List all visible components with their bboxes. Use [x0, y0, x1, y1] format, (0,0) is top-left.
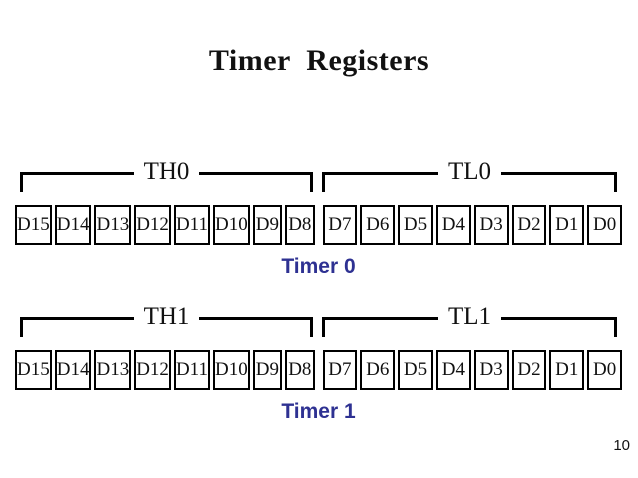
timer1-low-byte-label: TL1	[447, 303, 492, 330]
bit-cell: D14	[54, 350, 92, 390]
bit-cell: D15	[15, 350, 52, 390]
bit-cell: D1	[549, 350, 585, 390]
bracket-line	[322, 317, 438, 337]
bit-cell: D4	[435, 350, 471, 390]
timer1-high-byte-bracket: TH1	[20, 304, 314, 337]
timer1-caption: Timer 1	[281, 400, 356, 423]
timer0-low-byte-label: TL0	[447, 158, 492, 185]
bit-cell: D1	[549, 205, 585, 245]
bracket-line	[199, 172, 314, 192]
bit-cell: D3	[473, 205, 509, 245]
bit-cell: D3	[473, 350, 509, 390]
bit-cell: D11	[173, 350, 210, 390]
bracket-line	[322, 172, 438, 192]
timer0-low-byte-bracket: TL0	[322, 159, 618, 192]
timer0-high-byte-label: TH0	[143, 158, 190, 185]
bracket-line	[501, 317, 618, 337]
bracket-line	[20, 172, 134, 192]
bit-cell: D0	[587, 205, 622, 245]
bit-cell: D2	[511, 350, 547, 390]
bit-cell: D7	[322, 205, 358, 245]
bit-cell: D13	[94, 205, 132, 245]
bracket-line	[501, 172, 618, 192]
bit-cell: D15	[15, 205, 52, 245]
bit-cell: D0	[587, 350, 622, 390]
bit-cell: D8	[285, 350, 315, 390]
bit-cell: D5	[398, 205, 433, 245]
timer0-caption: Timer 0	[281, 255, 356, 278]
bit-cell: D7	[322, 350, 358, 390]
bit-cell: D9	[252, 205, 283, 245]
bit-cell: D2	[511, 205, 547, 245]
page-title: Timer Registers	[208, 44, 430, 77]
slide-page-number: 10	[613, 437, 630, 454]
bit-cell: D10	[212, 205, 250, 245]
bit-cell: D9	[252, 350, 283, 390]
timer1-low-byte-bracket: TL1	[322, 304, 618, 337]
bit-cell: D12	[134, 205, 171, 245]
bit-cell: D6	[360, 205, 396, 245]
bit-cell: D6	[360, 350, 396, 390]
bit-cell: D14	[54, 205, 92, 245]
bracket-line	[199, 317, 314, 337]
timer1-bracket-row: TH1 TL1	[15, 304, 622, 337]
bit-cell: D11	[173, 205, 210, 245]
bit-cell: D13	[94, 350, 132, 390]
bracket-line	[20, 317, 134, 337]
timer1-high-byte-label: TH1	[143, 303, 190, 330]
bit-cell: D4	[435, 205, 471, 245]
bit-cell: D10	[212, 350, 250, 390]
bit-cell: D8	[285, 205, 315, 245]
timer0-bracket-row: TH0 TL0	[15, 159, 622, 192]
bit-cell: D12	[134, 350, 171, 390]
bit-cell: D5	[398, 350, 433, 390]
timer0-high-byte-bracket: TH0	[20, 159, 314, 192]
